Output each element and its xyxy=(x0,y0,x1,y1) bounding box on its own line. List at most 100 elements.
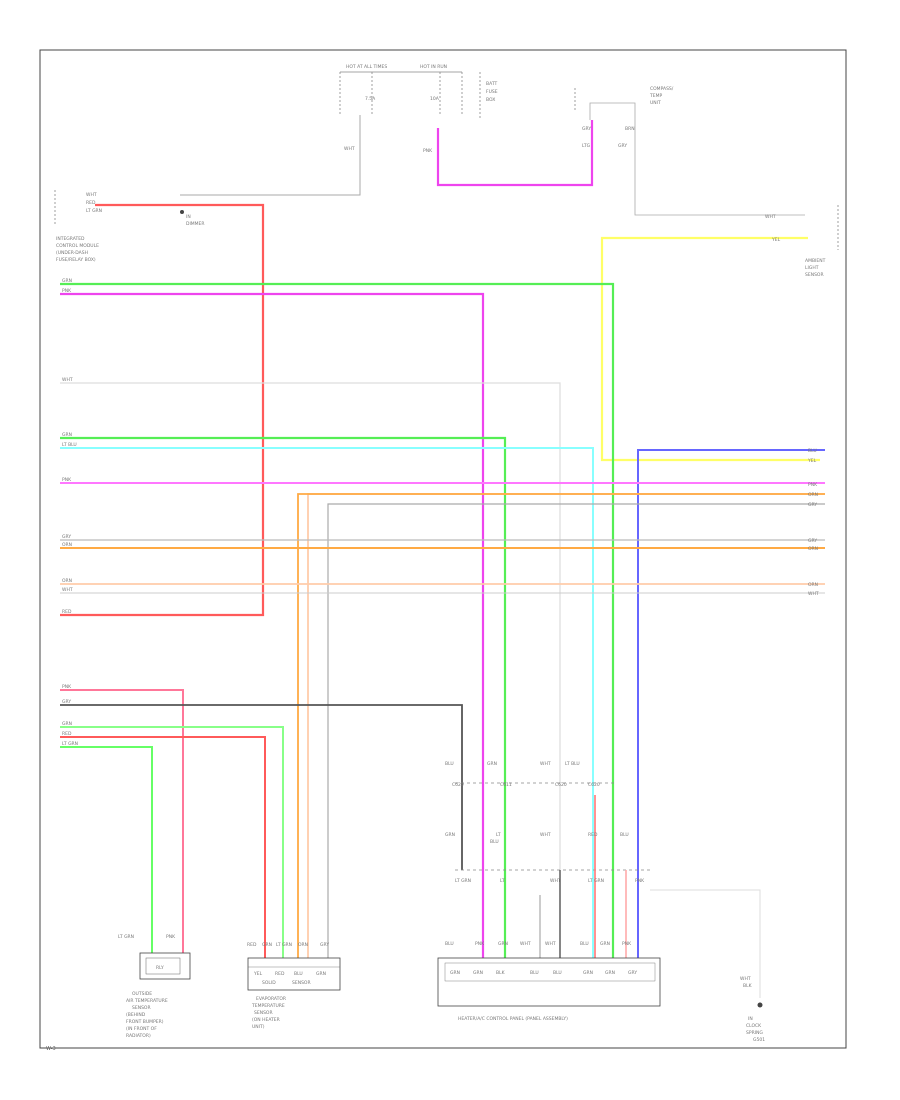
svg-text:INTEGRATED: INTEGRATED xyxy=(56,236,85,242)
svg-text:BLU: BLU xyxy=(580,941,589,947)
svg-text:CONTROL MODULE: CONTROL MODULE xyxy=(56,243,99,249)
wire-lightgray-1 xyxy=(60,382,561,960)
wire-cyan xyxy=(60,447,594,960)
svg-text:PNK: PNK xyxy=(62,684,72,690)
svg-text:C620: C620 xyxy=(452,782,464,788)
svg-text:YEL: YEL xyxy=(807,458,817,464)
svg-text:LTG: LTG xyxy=(582,143,591,149)
svg-text:BLU: BLU xyxy=(530,970,539,976)
compass-unit: COMPASS/ TEMP UNIT GRY BRN LTG GRY WHT xyxy=(574,86,805,220)
svg-text:EVAPORATOR: EVAPORATOR xyxy=(256,996,286,1002)
svg-text:7.5A: 7.5A xyxy=(365,96,376,102)
svg-text:FRONT BUMPER): FRONT BUMPER) xyxy=(126,1019,164,1025)
ground-label: G501 xyxy=(753,1037,765,1043)
svg-text:LT: LT xyxy=(496,832,501,838)
svg-text:(UNDER-DASH: (UNDER-DASH xyxy=(56,250,88,256)
svg-text:COMPASS/: COMPASS/ xyxy=(650,86,674,92)
svg-text:BRN: BRN xyxy=(625,126,635,132)
svg-text:PNK: PNK xyxy=(62,288,72,294)
svg-text:WHT: WHT xyxy=(62,377,73,383)
diagram-border xyxy=(39,49,847,1049)
svg-text:GRN: GRN xyxy=(487,761,497,767)
top-fuse-left-label: HOT AT ALL TIMES xyxy=(346,64,387,70)
svg-text:LIGHT: LIGHT xyxy=(805,265,819,271)
svg-text:BLU: BLU xyxy=(490,839,499,845)
svg-text:IN: IN xyxy=(748,1016,753,1022)
svg-text:GRN: GRN xyxy=(62,278,72,284)
lower-left-labels: PNK GRY GRN RED LT GRN xyxy=(62,684,78,747)
right-sensor-bracket: AMBIENT LIGHT SENSOR xyxy=(805,205,839,278)
wire-pink-lower xyxy=(60,689,184,958)
svg-text:GRY: GRY xyxy=(62,534,71,540)
outside-air-temp-sensor: RLY LT GRN PNK OUTSIDE AIR TEMPERATURE S… xyxy=(118,934,191,1039)
svg-text:BLK: BLK xyxy=(743,983,753,989)
svg-text:FUSE/RELAY BOX): FUSE/RELAY BOX) xyxy=(56,257,96,263)
wire-blue xyxy=(637,449,825,960)
wire-lightgreen-lower xyxy=(60,726,284,958)
svg-text:WHT: WHT xyxy=(540,832,551,838)
evaporator-temp-sensor: RED GRN LT GRN ORN GRY YEL RED BLU GRN S… xyxy=(247,942,341,1030)
svg-text:PNK: PNK xyxy=(635,878,645,884)
svg-text:ORN: ORN xyxy=(298,942,308,948)
svg-text:C611: C611 xyxy=(500,782,512,788)
svg-text:ORN: ORN xyxy=(62,542,72,548)
svg-text:BLU: BLU xyxy=(294,971,303,977)
svg-text:WHT: WHT xyxy=(344,146,355,152)
svg-text:YEL: YEL xyxy=(253,971,263,977)
top-fuse-right-label: HOT IN RUN xyxy=(420,64,447,70)
svg-text:TEMP: TEMP xyxy=(649,93,662,99)
svg-text:BLK: BLK xyxy=(496,970,506,976)
svg-text:WHT: WHT xyxy=(808,591,819,597)
svg-text:SENSOR: SENSOR xyxy=(292,980,311,986)
svg-text:LT GRN: LT GRN xyxy=(86,208,102,214)
svg-text:GRN: GRN xyxy=(316,971,326,977)
svg-text:GRN: GRN xyxy=(473,970,483,976)
svg-text:BLU: BLU xyxy=(445,941,454,947)
svg-text:GRN: GRN xyxy=(262,942,272,948)
svg-text:YEL: YEL xyxy=(771,237,781,243)
svg-text:GRN: GRN xyxy=(62,721,72,727)
svg-text:HEATER/A/C CONTROL PANEL (PANE: HEATER/A/C CONTROL PANEL (PANEL ASSEMBLY… xyxy=(458,1016,568,1022)
svg-text:GRY: GRY xyxy=(808,538,817,544)
svg-text:IN: IN xyxy=(186,214,191,220)
svg-text:GRN: GRN xyxy=(600,941,610,947)
svg-text:WHT: WHT xyxy=(550,878,561,884)
wire-red-main xyxy=(60,203,265,617)
svg-text:GRN: GRN xyxy=(583,970,593,976)
svg-text:PNK: PNK xyxy=(166,934,176,940)
svg-text:CLOCK: CLOCK xyxy=(746,1023,762,1029)
wire-green-2 xyxy=(60,436,507,960)
svg-text:WHT: WHT xyxy=(740,976,751,982)
svg-text:ORN: ORN xyxy=(62,578,72,584)
heater-ac-control-panel: GRN GRN BLK BLU BLU GRN GRN GRY BLU PNK … xyxy=(437,941,661,1022)
svg-text:GRY: GRY xyxy=(628,970,637,976)
svg-text:LT GRN: LT GRN xyxy=(276,942,292,948)
svg-text:AMBIENT: AMBIENT xyxy=(805,258,826,264)
svg-text:PNK: PNK xyxy=(622,941,632,947)
svg-text:SOLID: SOLID xyxy=(262,980,276,986)
svg-text:LT GRN: LT GRN xyxy=(62,741,78,747)
svg-text:GRY: GRY xyxy=(320,942,329,948)
wire-top-pink xyxy=(436,120,594,187)
svg-text:RED: RED xyxy=(247,942,257,948)
right-wire-labels: BLU YEL PNK ORN GRY GRY ORN ORN WHT YEL xyxy=(771,237,819,597)
wire-pink-1 xyxy=(60,292,485,960)
svg-text:WHT: WHT xyxy=(545,941,556,947)
wire-red-lower xyxy=(60,736,266,958)
svg-text:PNK: PNK xyxy=(808,482,818,488)
svg-text:C620: C620 xyxy=(588,782,600,788)
svg-text:WHT: WHT xyxy=(540,761,551,767)
svg-text:(BEHIND: (BEHIND xyxy=(126,1012,146,1018)
connector-labels: BLU GRN WHT LT BLU C620 C611 C620 C620 G… xyxy=(445,761,645,884)
left-wire-labels: GRN PNK WHT GRN LT BLU PNK GRY ORN ORN W… xyxy=(62,278,77,615)
svg-text:WHT: WHT xyxy=(520,941,531,947)
svg-text:ORN: ORN xyxy=(808,492,818,498)
svg-text:BOX: BOX xyxy=(486,97,495,103)
svg-text:PNK: PNK xyxy=(423,148,433,154)
svg-text:OUTSIDE: OUTSIDE xyxy=(132,991,152,997)
svg-text:LT BLU: LT BLU xyxy=(565,761,580,767)
svg-text:RED: RED xyxy=(62,731,72,737)
svg-text:(IN FRONT OF: (IN FRONT OF xyxy=(126,1026,157,1032)
svg-text:LT BLU: LT BLU xyxy=(62,442,77,448)
